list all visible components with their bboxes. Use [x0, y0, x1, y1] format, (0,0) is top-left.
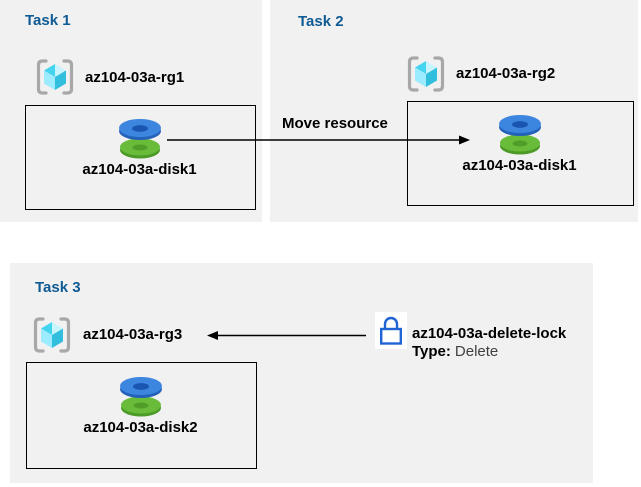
- task2-disk-label: az104-03a-disk1: [462, 157, 577, 174]
- resource-group-icon: [33, 317, 71, 353]
- resource-group-icon: [407, 56, 445, 92]
- task1-title: Task 1: [25, 12, 71, 29]
- task3-rg-label: az104-03a-rg3: [83, 326, 183, 343]
- move-resource-arrow: [167, 135, 470, 145]
- task3-resource-box: [26, 362, 257, 469]
- task3-disk-label: az104-03a-disk2: [83, 419, 198, 436]
- delete-lock-text: az104-03a-delete-lock Type:Delete: [412, 325, 566, 361]
- task1-rg-label: az104-03a-rg1: [85, 69, 185, 86]
- move-resource-label: Move resource: [282, 115, 388, 132]
- lock-icon-background: [375, 312, 407, 349]
- disk-icon: [499, 115, 541, 155]
- task2-title: Task 2: [298, 13, 344, 30]
- task1-disk-label: az104-03a-disk1: [82, 161, 197, 178]
- delete-lock-name: az104-03a-delete-lock: [412, 325, 567, 342]
- task2-rg-label: az104-03a-rg2: [456, 65, 556, 82]
- task3-title: Task 3: [35, 279, 81, 296]
- task2-panel: [270, 0, 638, 222]
- delete-lock-type-line: Type:Delete: [412, 343, 566, 361]
- task2-resource-box: [407, 101, 634, 206]
- task1-resource-box: [25, 105, 256, 210]
- lock-type-label: Type:: [412, 343, 451, 360]
- delete-lock-arrow: [207, 331, 366, 340]
- lock-icon: [380, 316, 403, 345]
- disk-icon: [119, 119, 161, 159]
- lock-type-value: Delete: [454, 343, 499, 360]
- task3-panel: [10, 263, 593, 483]
- resource-group-icon: [36, 59, 74, 95]
- task1-panel: [0, 0, 262, 222]
- disk-icon: [120, 377, 162, 417]
